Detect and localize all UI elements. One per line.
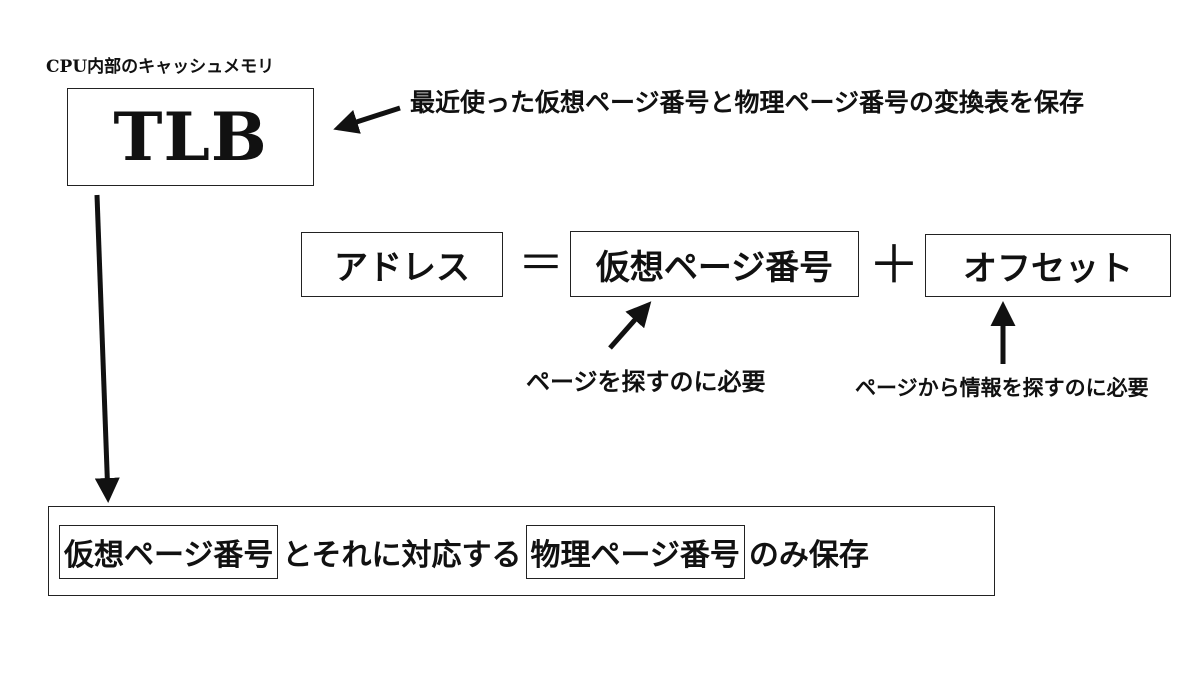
page-note-arrow (608, 301, 652, 350)
cpu-cache-caption: CPU内部のキャッシュメモリ (46, 57, 275, 77)
tlb-title: TLB (113, 98, 268, 176)
offset-search-note: ページから情報を探すのに必要 (855, 375, 1149, 400)
tlb-description: 最近使った仮想ページ番号と物理ページ番号の変換表を保存 (410, 88, 1085, 117)
summary-row: 仮想ページ番号 とそれに対応する 物理ページ番号 のみ保存 (59, 525, 873, 579)
tlb-to-summary-arrow (94, 194, 120, 503)
offset-label: オフセット (963, 249, 1133, 289)
plus-sign: ＋ (868, 236, 921, 296)
address-box: アドレス (301, 232, 503, 297)
tlb-description-arrow (333, 105, 401, 134)
summary-connector: とそれに対応する (282, 538, 522, 573)
virtual-page-number-label: 仮想ページ番号 (595, 247, 834, 288)
page-search-note: ページを探すのに必要 (526, 367, 766, 396)
summary-virtual-page-number: 仮想ページ番号 (59, 525, 279, 579)
virtual-page-number-box: 仮想ページ番号 (570, 231, 859, 297)
address-label: アドレス (334, 248, 470, 288)
equals-sign: ＝ (518, 236, 564, 290)
summary-physical-page-number: 物理ページ番号 (525, 525, 745, 579)
offset-box: オフセット (925, 234, 1171, 297)
tlb-box: TLB (67, 88, 314, 186)
summary-tail: のみ保存 (748, 538, 869, 573)
summary-box: 仮想ページ番号 とそれに対応する 物理ページ番号 のみ保存 (48, 506, 995, 596)
